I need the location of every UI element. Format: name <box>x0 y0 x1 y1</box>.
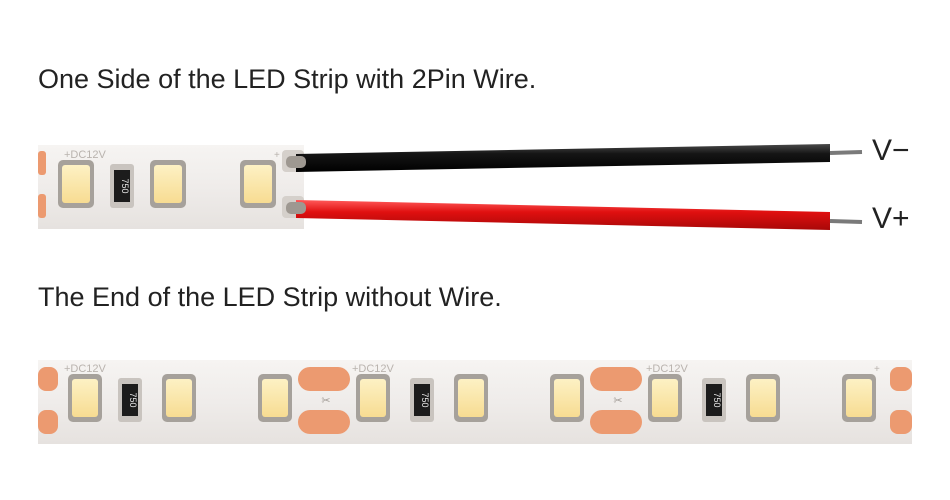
resistor-code: 750 <box>120 178 130 193</box>
resistor: 750 <box>110 164 134 208</box>
solder-pad <box>890 367 912 391</box>
resistor: 750 <box>702 378 726 422</box>
strip-print-voltage: +DC12V <box>64 149 107 161</box>
led-chip <box>550 374 584 422</box>
cut-mark: ✂ <box>613 395 622 407</box>
resistor: 750 <box>118 378 142 422</box>
solder-pad <box>590 410 642 434</box>
resistor-code: 750 <box>128 392 138 407</box>
solder-pad <box>590 367 642 391</box>
wire-positive <box>286 200 863 230</box>
resistor: 750 <box>410 378 434 422</box>
led-chip <box>648 374 682 422</box>
cut-mark: ✂ <box>321 395 330 407</box>
resistor-code: 750 <box>420 392 430 407</box>
led-chip <box>356 374 390 422</box>
solder-pad <box>890 410 912 434</box>
plus-mark: + <box>274 150 280 161</box>
led-chip <box>454 374 488 422</box>
caption-wired-side: One Side of the LED Strip with 2Pin Wire… <box>38 64 537 94</box>
solder-pad <box>38 367 58 391</box>
led-chip <box>162 374 196 422</box>
led-chip <box>58 160 94 208</box>
led-chip <box>240 160 276 208</box>
solder-pad <box>298 367 350 391</box>
strip-with-wire: +DC12V 750 + <box>38 144 863 230</box>
plus-mark: + <box>874 364 880 375</box>
solder-pad <box>38 151 46 175</box>
resistor-code: 750 <box>712 392 722 407</box>
solder-pad <box>38 194 46 218</box>
led-chip <box>68 374 102 422</box>
wire-label-negative: V− <box>872 134 910 167</box>
led-chip <box>258 374 292 422</box>
strip-print-voltage: +DC12V <box>352 363 395 375</box>
led-chip <box>746 374 780 422</box>
solder-pad <box>38 410 58 434</box>
strip-without-wire: +DC12V 750 ✂ +DC12V <box>38 360 912 444</box>
led-chip <box>150 160 186 208</box>
caption-unwired-end: The End of the LED Strip without Wire. <box>38 282 502 312</box>
strip-print-voltage: +DC12V <box>64 363 107 375</box>
strip-print-voltage: +DC12V <box>646 363 689 375</box>
wire-label-positive: V+ <box>872 202 910 235</box>
solder-pad <box>298 410 350 434</box>
led-chip <box>842 374 876 422</box>
wire-negative <box>286 144 863 172</box>
